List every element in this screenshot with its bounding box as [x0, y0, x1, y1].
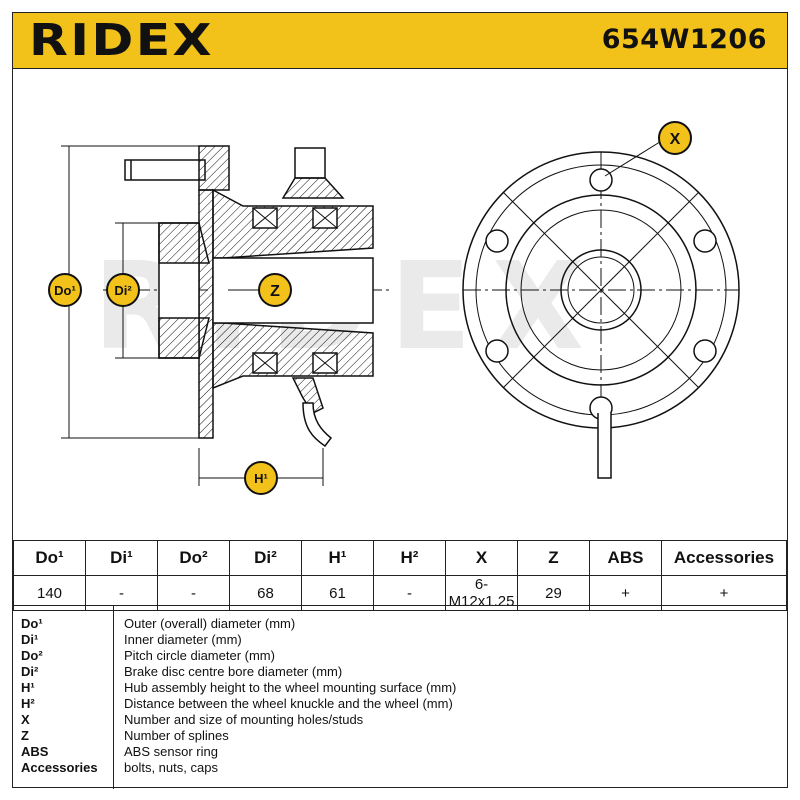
spec-header-do2: Do²	[157, 540, 230, 576]
brand-name: RIDEX	[29, 15, 214, 66]
legend-row-h2: H² Distance between the wheel knuckle an…	[13, 696, 787, 712]
legend-key: ABS	[21, 744, 49, 759]
technical-drawing: RIDEX	[48, 121, 740, 495]
callout-x: X	[604, 121, 692, 177]
legend-desc: Outer (overall) diameter (mm)	[124, 616, 296, 631]
spec-header-h1: H¹	[301, 540, 374, 576]
legend-desc: Distance between the wheel knuckle and t…	[124, 696, 453, 711]
legend-key: Z	[21, 728, 29, 743]
header-bar: RIDEX 654W1206	[13, 13, 787, 69]
callout-z: Z	[228, 273, 292, 307]
part-number: 654W1206	[601, 24, 767, 55]
legend-row-x: X Number and size of mounting holes/stud…	[13, 712, 787, 728]
legend-desc: Number and size of mounting holes/studs	[124, 712, 364, 727]
legend-row-z: Z Number of splines	[13, 728, 787, 744]
svg-text:H¹: H¹	[254, 471, 268, 486]
legend-desc: Brake disc centre bore diameter (mm)	[124, 664, 343, 679]
callout-h1: H¹	[244, 461, 278, 495]
legend-row-di1: Di¹ Inner diameter (mm)	[13, 632, 787, 648]
legend-key: Di¹	[21, 632, 39, 647]
legend-desc: bolts, nuts, caps	[124, 760, 218, 775]
spec-header-h2: H²	[373, 540, 446, 576]
legend-divider	[113, 606, 114, 789]
spec-table: Do¹ Di¹ Do² Di² H¹ H² X Z ABS Accessorie…	[13, 540, 787, 611]
legend-row-do1: Do¹ Outer (overall) diameter (mm)	[13, 616, 787, 632]
legend-key: X	[21, 712, 30, 727]
spec-header-di2: Di²	[229, 540, 302, 576]
spec-header-do1: Do¹	[13, 540, 86, 576]
document-frame	[12, 12, 788, 788]
spec-header-accessories: Accessories	[661, 540, 787, 576]
legend-row-do2: Do² Pitch circle diameter (mm)	[13, 648, 787, 664]
hub-front-view	[462, 151, 740, 479]
spec-header-z: Z	[517, 540, 590, 576]
legend-row-di2: Di² Brake disc centre bore diameter (mm)	[13, 664, 787, 680]
spec-header-abs: ABS	[589, 540, 662, 576]
legend-key: Do¹	[21, 616, 43, 631]
legend-key: H²	[21, 696, 35, 711]
callout-di2: Di²	[106, 273, 140, 307]
spec-header-row: Do¹ Di¹ Do² Di² H¹ H² X Z ABS Accessorie…	[13, 540, 787, 576]
svg-text:Z: Z	[270, 283, 280, 300]
legend-key: H¹	[21, 680, 35, 695]
legend: Do¹ Outer (overall) diameter (mm) Di¹ In…	[13, 605, 787, 789]
svg-text:Di²: Di²	[114, 283, 132, 298]
legend-key: Di²	[21, 664, 39, 679]
hub-section-view	[103, 145, 393, 448]
legend-row-abs: ABS ABS sensor ring	[13, 744, 787, 760]
brand-logo: RIDEX	[29, 17, 212, 65]
legend-desc: Inner diameter (mm)	[124, 632, 242, 647]
callout-do1: Do¹	[48, 273, 82, 307]
spec-header-x: X	[445, 540, 518, 576]
spec-header-di1: Di¹	[85, 540, 158, 576]
legend-desc: Pitch circle diameter (mm)	[124, 648, 275, 663]
legend-key: Do²	[21, 648, 43, 663]
legend-desc: ABS sensor ring	[124, 744, 218, 759]
legend-key: Accessories	[21, 760, 98, 775]
legend-desc: Number of splines	[124, 728, 229, 743]
svg-text:X: X	[670, 131, 681, 148]
svg-text:Do¹: Do¹	[54, 283, 76, 298]
legend-row-h1: H¹ Hub assembly height to the wheel moun…	[13, 680, 787, 696]
legend-desc: Hub assembly height to the wheel mountin…	[124, 680, 457, 695]
legend-row-accessories: Accessories bolts, nuts, caps	[13, 760, 787, 776]
